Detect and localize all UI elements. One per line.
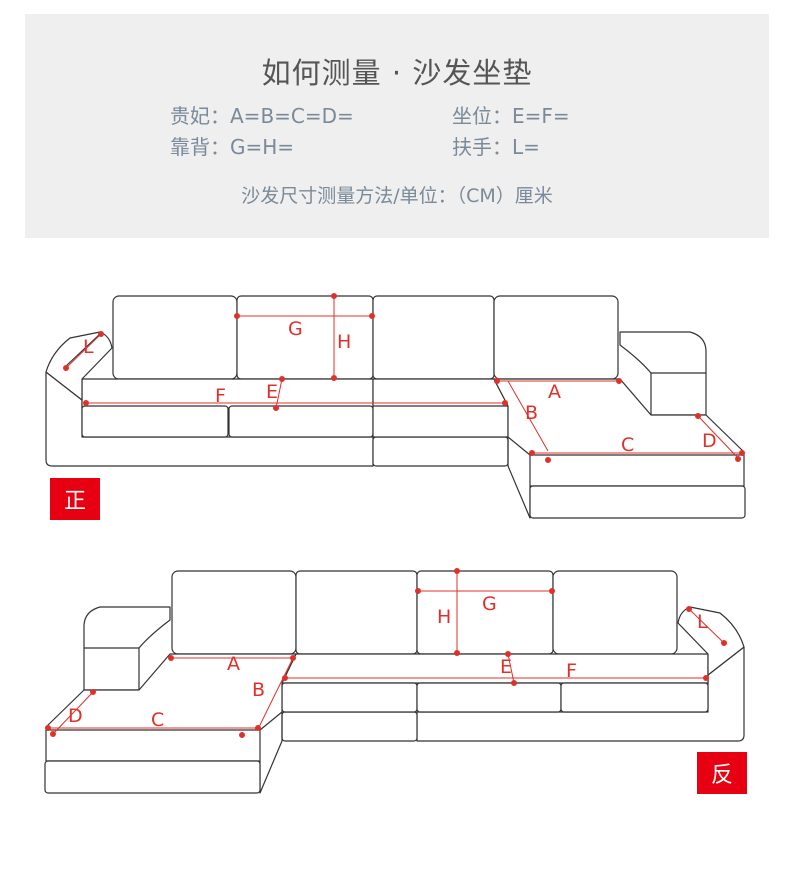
unit-note: 沙发尺寸测量方法/单位：（CM）厘米 <box>241 185 553 207</box>
front-seat-cushion-1 <box>81 405 229 438</box>
front-label-g: G <box>288 318 303 340</box>
page-title: 如何测量 · 沙发坐垫 <box>261 56 533 90</box>
backrest-dimensions-label: 靠背：G=H= <box>170 135 295 159</box>
front-back-cushion-1 <box>112 295 238 380</box>
back-label-h: H <box>437 606 451 628</box>
back-chaise-base <box>44 760 261 794</box>
front-label-a: A <box>548 381 561 403</box>
back-label-b: B <box>252 679 265 701</box>
chaise-dimensions-label: 贵妃：A=B=C=D= <box>170 104 354 128</box>
front-label-h: H <box>337 331 351 353</box>
back-label-g: G <box>482 593 497 615</box>
front-label-e: E <box>266 381 278 403</box>
seat-dimensions-label: 坐位：E=F= <box>452 104 570 128</box>
front-seat-top <box>81 378 374 409</box>
back-labels: G H F E L A B C D <box>68 593 708 731</box>
back-back-cushion-1 <box>171 570 297 655</box>
header-panel: 如何测量 · 沙发坐垫 贵妃：A=B=C=D= 坐位：E=F= 靠背：G=H= … <box>25 14 769 238</box>
back-back-cushion-4 <box>552 570 678 655</box>
front-seat-cushion-3 <box>372 378 509 438</box>
armrest-dimensions-label: 扶手：L= <box>452 135 540 159</box>
front-view-badge: 正 <box>50 478 100 520</box>
front-chaise-base <box>529 485 746 519</box>
back-label-d: D <box>68 705 83 727</box>
front-measurements <box>63 293 745 463</box>
front-label-d: D <box>702 430 717 452</box>
back-label-c: C <box>151 709 164 731</box>
front-label-f: F <box>215 385 226 407</box>
back-seat-cushion-3 <box>560 682 709 713</box>
front-label-b: B <box>525 402 538 424</box>
back-measurements <box>45 568 727 738</box>
back-label-e: E <box>500 656 512 678</box>
front-base-mid <box>372 436 509 467</box>
back-base-mid <box>281 711 418 742</box>
back-seat-top <box>281 653 709 684</box>
front-back-cushion-2 <box>236 295 374 380</box>
sofa-back-diagram <box>44 570 745 794</box>
back-label-l: L <box>697 611 708 633</box>
front-labels: G H F E L A B C D <box>83 318 717 456</box>
front-back-cushion-4 <box>493 295 619 380</box>
front-back-cushion-3 <box>372 295 495 380</box>
back-seat-cushion-2 <box>416 682 562 713</box>
front-label-l: L <box>83 336 94 358</box>
back-back-cushion-2 <box>295 570 418 655</box>
sofa-front-diagram <box>45 295 746 519</box>
back-label-f: F <box>566 660 577 682</box>
back-view-badge: 反 <box>697 752 747 794</box>
back-label-a: A <box>227 653 240 675</box>
front-seat-cushion-2 <box>228 405 374 438</box>
back-seat-cushion-1 <box>281 682 418 713</box>
front-label-c: C <box>621 434 634 456</box>
